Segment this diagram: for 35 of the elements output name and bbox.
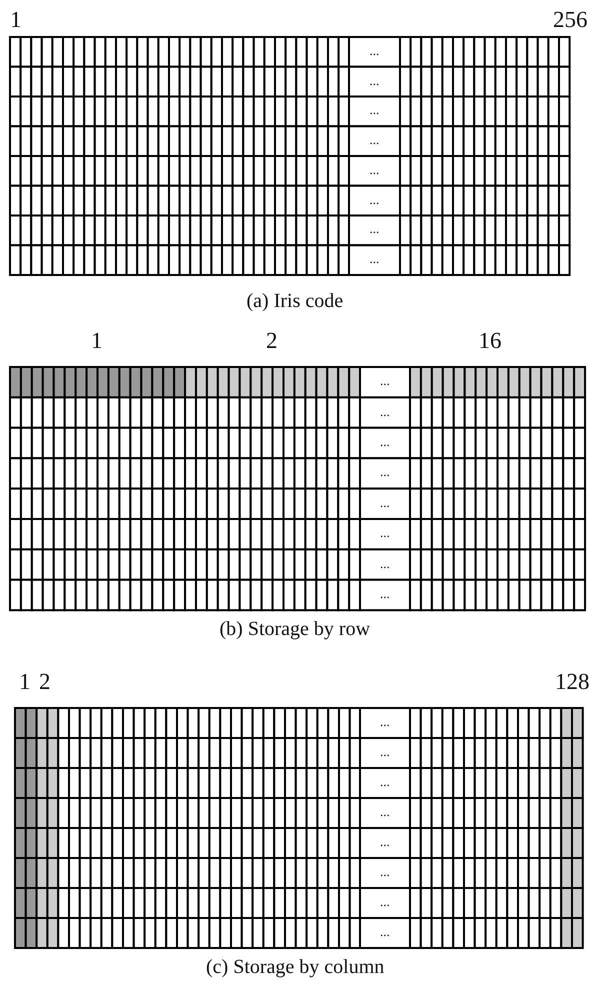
- ellipsis: ...: [370, 222, 380, 236]
- ellipsis: ...: [380, 526, 390, 540]
- ellipsis: ...: [380, 496, 390, 509]
- ellipsis: ...: [370, 103, 380, 116]
- ellipsis: ...: [370, 133, 380, 146]
- subfigure-caption: (c) Storage by column: [206, 957, 384, 977]
- column-number: 128: [555, 670, 590, 693]
- ellipsis: ...: [380, 715, 390, 728]
- ellipsis: ...: [370, 162, 380, 176]
- ellipsis: ...: [370, 192, 380, 206]
- ellipsis: ...: [370, 252, 380, 266]
- column-number: 1: [10, 8, 22, 31]
- ellipsis: ...: [380, 435, 390, 448]
- column-number: 2: [266, 329, 278, 352]
- ellipsis: ...: [380, 835, 390, 848]
- ellipsis: ...: [380, 925, 390, 938]
- ellipsis: ...: [370, 74, 380, 87]
- ellipsis: ...: [380, 805, 390, 818]
- ellipsis: ...: [370, 44, 380, 57]
- ellipsis: ...: [380, 556, 390, 570]
- ellipsis: ...: [380, 775, 390, 788]
- ellipsis: ...: [380, 895, 390, 908]
- subfigure-caption: (b) Storage by row: [220, 619, 370, 639]
- column-number: 16: [478, 329, 502, 352]
- column-number: 1: [19, 670, 30, 693]
- ellipsis: ...: [380, 745, 390, 758]
- ellipsis: ...: [380, 587, 390, 600]
- ellipsis: ...: [380, 865, 390, 878]
- ellipsis: ...: [380, 465, 390, 478]
- ellipsis: ...: [380, 404, 390, 418]
- column-number: 1: [91, 329, 102, 352]
- column-number: 2: [39, 670, 50, 693]
- ellipsis: ...: [380, 374, 390, 388]
- subfigure-caption: (a) Iris code: [246, 291, 344, 311]
- column-number: 256: [553, 8, 588, 31]
